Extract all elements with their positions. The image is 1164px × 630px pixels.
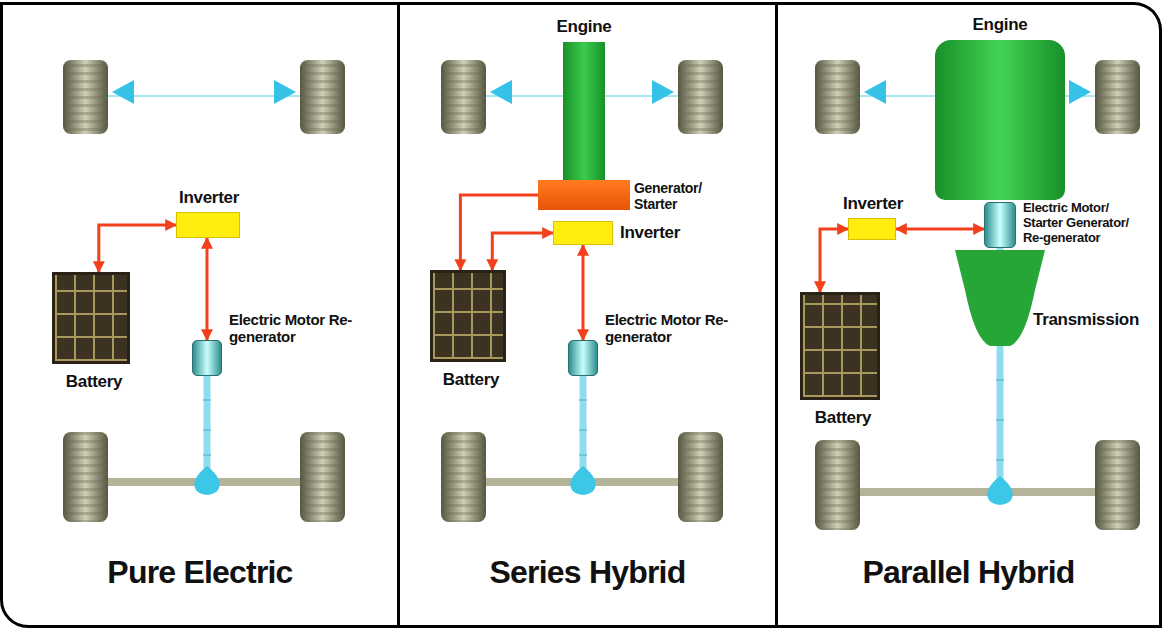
power-flow-arrow bbox=[206, 238, 209, 340]
config-title: Series Hybrid bbox=[400, 554, 775, 591]
part-label: Inverter bbox=[843, 194, 903, 214]
transmission-shape bbox=[955, 250, 1045, 346]
power-flow-arrow bbox=[820, 229, 848, 292]
engine-block: Engine bbox=[935, 40, 1065, 200]
power-flow-arrow bbox=[99, 225, 176, 272]
config-panel: Parallel Hybrid EngineInverter Electric Mo… bbox=[778, 2, 1162, 628]
part-label: Inverter bbox=[620, 223, 680, 243]
battery-pack: Battery bbox=[52, 272, 130, 364]
config-panel: Series HybridEngineGenerator/ StarterInv… bbox=[400, 2, 778, 628]
drive-shafts bbox=[207, 246, 1000, 482]
power-flow-arrow bbox=[492, 233, 553, 270]
part-label: Battery bbox=[66, 372, 122, 392]
part-label: Electric Motor Re-generator bbox=[605, 311, 745, 346]
electric-motor: Electric Motor Re-generator bbox=[192, 340, 222, 376]
part-label: Battery bbox=[815, 408, 871, 428]
config-panel: Pure ElectricInverterBatteryElectric Mot… bbox=[0, 2, 400, 628]
power-flow-arrow bbox=[582, 245, 585, 340]
generator-starter: Generator/ Starter bbox=[538, 180, 630, 210]
config-title: Parallel Hybrid bbox=[778, 554, 1159, 591]
engine-block: Engine bbox=[563, 42, 605, 180]
part-label: Transmission bbox=[1033, 310, 1139, 330]
electric-motor: Electric Motor Re-generator bbox=[568, 340, 598, 376]
part-label: Electric Motor/ Starter Generator/ Re-ge… bbox=[1023, 201, 1148, 246]
part-label: Engine bbox=[973, 15, 1028, 35]
battery-pack: Battery bbox=[800, 292, 880, 400]
motor-generator: Electric Motor/ Starter Generator/ Re-ge… bbox=[984, 202, 1016, 248]
part-label: Electric Motor Re-generator bbox=[229, 311, 369, 346]
config-title: Pure Electric bbox=[3, 554, 397, 591]
inverter-box: Inverter bbox=[848, 218, 896, 240]
inverter-box: Inverter bbox=[176, 212, 240, 238]
battery-pack: Battery bbox=[430, 270, 506, 362]
part-label: Battery bbox=[443, 370, 499, 390]
part-label: Generator/ Starter bbox=[634, 180, 726, 212]
transmission: Transmission bbox=[955, 250, 1045, 346]
rear-axles bbox=[108, 478, 1095, 496]
power-flow-arrow bbox=[896, 228, 984, 231]
differentials bbox=[194, 466, 1012, 505]
part-label: Engine bbox=[557, 17, 612, 37]
drive-shaft-joints bbox=[203, 380, 1004, 460]
part-label: Inverter bbox=[179, 188, 239, 208]
inverter-box: Inverter bbox=[553, 221, 613, 245]
transmission-outline bbox=[955, 250, 1045, 346]
